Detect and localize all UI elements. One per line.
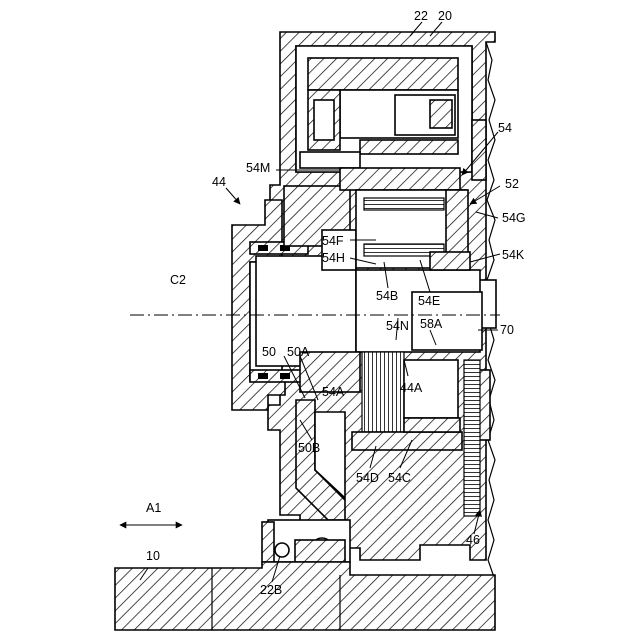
label-a1: A1 xyxy=(146,501,161,515)
label-58a: 58A xyxy=(420,317,443,331)
label-c2: C2 xyxy=(170,273,186,287)
label-54h: 54H xyxy=(322,251,345,265)
label-54e: 54E xyxy=(418,294,440,308)
label-22: 22 xyxy=(414,9,428,23)
label-54c: 54C xyxy=(388,471,411,485)
label-54d: 54D xyxy=(356,471,379,485)
label-50a: 50A xyxy=(287,345,310,359)
base-shaft-10 xyxy=(115,562,495,630)
label-50b: 50B xyxy=(298,441,320,455)
label-44: 44 xyxy=(212,175,226,189)
label-54g: 54G xyxy=(502,211,526,225)
label-54n: 54N xyxy=(386,319,409,333)
label-52: 52 xyxy=(505,177,519,191)
label-54f: 54F xyxy=(322,234,344,248)
label-50: 50 xyxy=(262,345,276,359)
label-54m: 54M xyxy=(246,161,270,175)
label-22b: 22B xyxy=(260,583,282,597)
label-46: 46 xyxy=(466,533,480,547)
label-70: 70 xyxy=(500,323,514,337)
label-54b: 54B xyxy=(376,289,398,303)
label-54: 54 xyxy=(498,121,512,135)
upper-stator-assembly xyxy=(300,58,458,168)
label-20: 20 xyxy=(438,9,452,23)
label-10: 10 xyxy=(146,549,160,563)
label-54a: 54A xyxy=(322,385,345,399)
label-54k: 54K xyxy=(502,248,525,262)
label-44a: 44A xyxy=(400,381,423,395)
